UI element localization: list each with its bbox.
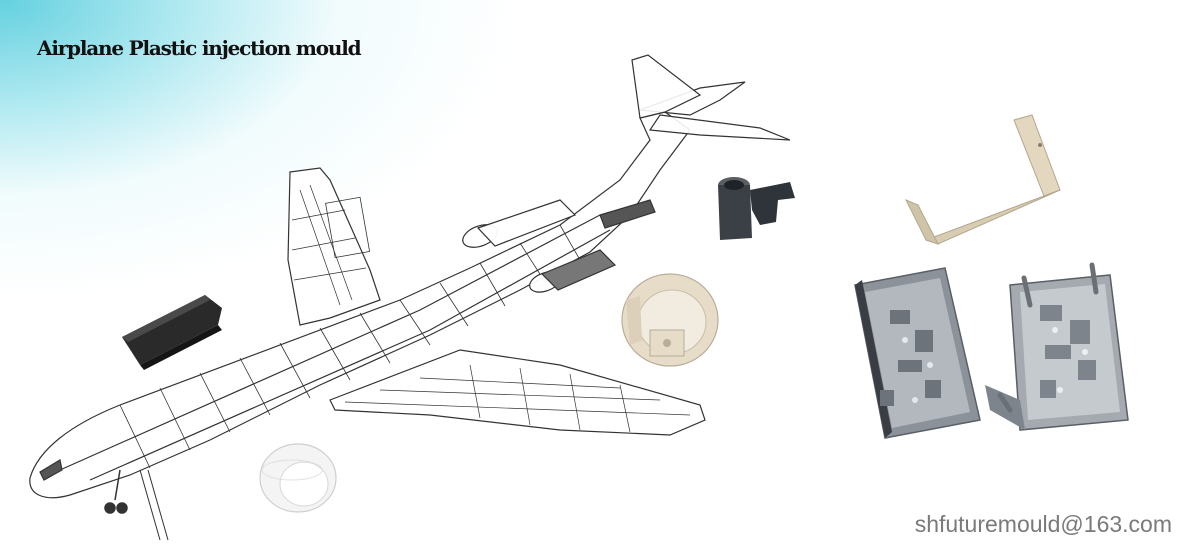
page-title: Airplane Plastic injection mould <box>37 36 362 60</box>
airplane-cutaway-blueprint <box>29 54 791 541</box>
black-channel-part <box>122 295 222 370</box>
beige-bent-strip-part <box>904 114 1061 245</box>
white-ring-part <box>259 443 337 513</box>
mould-half-open <box>985 262 1129 431</box>
mould-half-front <box>854 267 981 439</box>
beige-cylinder-part <box>621 273 719 367</box>
contact-email: shfuturemould@163.com <box>914 511 1172 537</box>
dark-bracket-part <box>718 177 795 240</box>
